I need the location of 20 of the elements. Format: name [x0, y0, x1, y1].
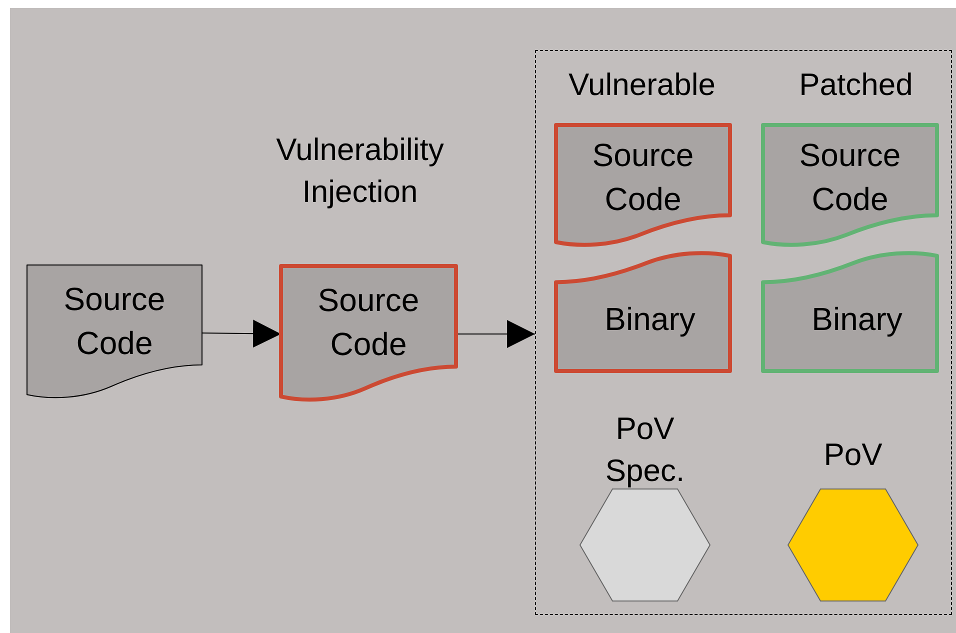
node-text: Binary [604, 300, 696, 339]
node-text: Source Code [798, 136, 902, 219]
node-caption: PoV [822, 436, 884, 474]
document-shape [763, 251, 937, 371]
group-frame [535, 50, 952, 615]
node-text: Source Code [591, 136, 695, 219]
hexagon-shape [788, 489, 918, 601]
column-heading: Vulnerable [567, 66, 717, 104]
document-shape [281, 266, 456, 402]
arrow [202, 320, 282, 348]
node-text: Source Code [62, 280, 166, 363]
node-caption: PoV Spec. [604, 410, 686, 490]
node-text: Binary [810, 300, 904, 339]
column-heading: Patched [798, 66, 914, 104]
document-shape [556, 125, 730, 247]
node-caption: Vulnerability Injection [275, 131, 445, 211]
hexagon-shape [580, 489, 710, 601]
document-shape [763, 125, 937, 247]
document-shape [556, 251, 730, 371]
node-text: Source Code [316, 281, 420, 364]
